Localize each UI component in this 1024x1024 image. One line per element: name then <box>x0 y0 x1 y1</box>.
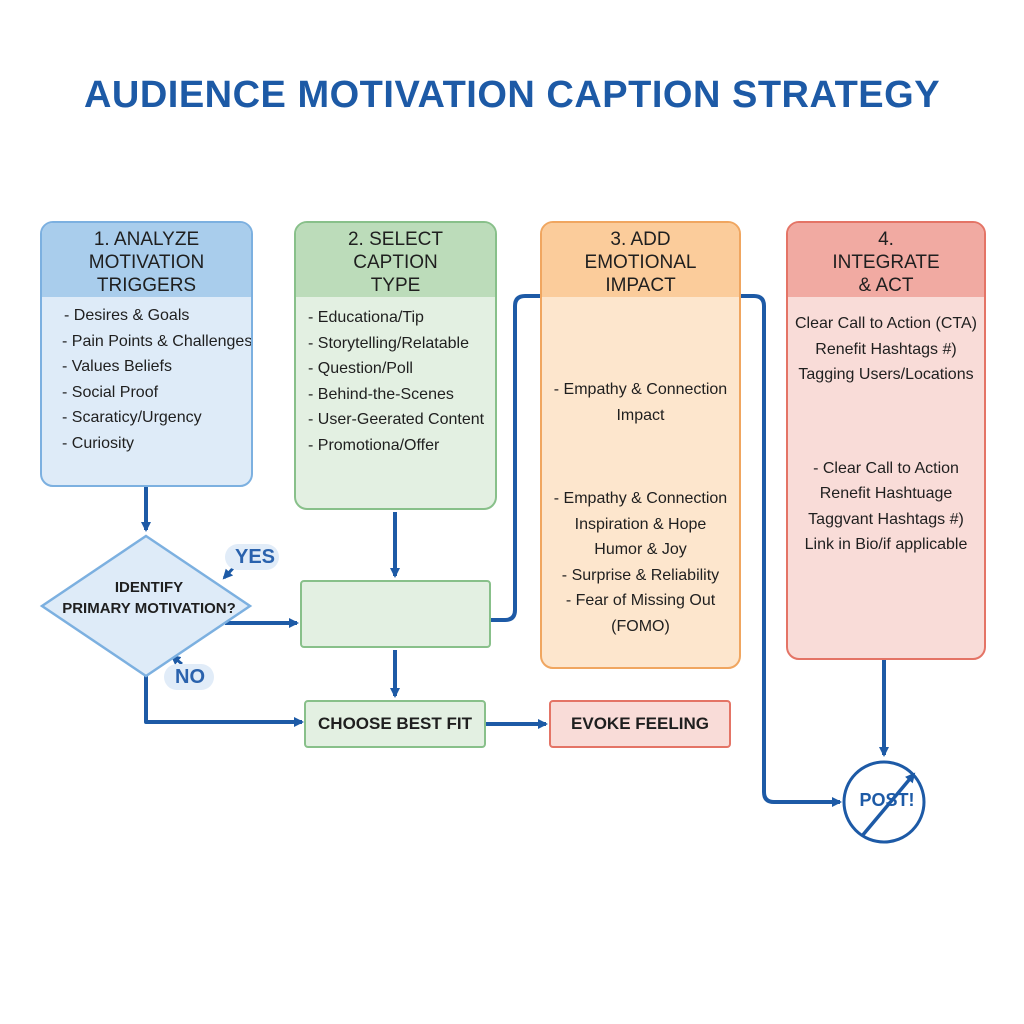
card-integrate-header: 4. INTEGRATE & ACT <box>788 223 984 297</box>
list-item: - Fear of Missing Out <box>565 592 716 609</box>
card-analyze-motivation: 1. ANALYZE MOTIVATION TRIGGERS - Desires… <box>40 221 253 487</box>
list-item: - Educationa/Tip <box>308 309 424 326</box>
no-label-bg <box>164 664 214 690</box>
yes-label-bg <box>225 544 279 570</box>
list-item: Tagging Users/Locations <box>798 366 974 383</box>
post-check-icon <box>860 772 916 838</box>
card-emotional-group-2: - Empathy & Connection Inspiration & Hop… <box>542 428 739 639</box>
card-emotional-title-line: EMOTIONAL <box>584 252 697 273</box>
list-item: - Desires & Goals <box>64 307 190 324</box>
card-analyze-title-line: 1. ANALYZE <box>93 229 200 250</box>
card-emotional-group-1: - Empathy & Connection Impact <box>542 297 739 428</box>
list-item: Clear Call to Action (CTA) <box>795 315 977 332</box>
list-item: - Empathy & Connection <box>553 490 728 507</box>
arrow-emotional-to-post <box>740 294 842 807</box>
card-select-header: 2. SELECT CAPTION TYPE <box>296 223 495 297</box>
list-item: - Promotiona/Offer <box>308 436 440 454</box>
card-emotional-impact: 3. ADD EMOTIONAL IMPACT - Empathy & Conn… <box>540 221 741 669</box>
decision-question: IDENTIFY PRIMARY MOTIVATION? <box>44 577 254 619</box>
yes-label: YES <box>235 546 276 568</box>
card-analyze-header: 1. ANALYZE MOTIVATION TRIGGERS <box>42 223 251 297</box>
list-item: Impact <box>616 406 665 424</box>
caption-type-box <box>300 580 491 648</box>
card-select-title-line: CAPTION <box>353 252 438 273</box>
list-item: Renefit Hashtags #) <box>815 340 957 358</box>
card-emotional-header: 3. ADD EMOTIONAL IMPACT <box>542 223 739 297</box>
card-integrate-title-line: INTEGRATE <box>832 252 940 273</box>
card-integrate-act: 4. INTEGRATE & ACT Clear Call to Action … <box>786 221 986 660</box>
card-integrate-title-line: 4. <box>878 229 894 250</box>
list-item: Inspiration & Hope <box>574 515 707 533</box>
decision-diamond <box>39 534 253 678</box>
list-item: - Social Proof <box>62 383 159 401</box>
list-item: Link in Bio/if applicable <box>804 536 968 553</box>
post-label: POST! <box>859 790 915 810</box>
card-select-title-line: 2. SELECT <box>347 229 444 250</box>
list-item: - Empathy & Connection <box>553 381 728 398</box>
list-item: (FOMO) <box>611 617 670 635</box>
arrow-decision-no <box>144 672 304 727</box>
card-integrate-group-1: Clear Call to Action (CTA) Renefit Hasht… <box>788 297 984 388</box>
card-emotional-title-line: 3. ADD <box>610 229 671 250</box>
card-analyze-title-line: MOTIVATION <box>88 252 205 273</box>
post-circle <box>842 760 926 844</box>
list-item: - Surprise & Reliability <box>561 566 720 584</box>
card-integrate-group-2: - Clear Call to Action Renefit Hashtuage… <box>788 388 984 558</box>
card-integrate-title-line: & ACT <box>858 275 914 296</box>
arrow-box-to-emotional <box>491 294 540 622</box>
list-item: - Behind-the-Scenes <box>308 385 454 403</box>
list-item: Renefit Hashtuage <box>819 485 953 502</box>
list-item: - Curiosity <box>62 434 135 452</box>
list-item: - Scaraticy/Urgency <box>62 409 202 426</box>
no-label: NO <box>175 666 205 688</box>
list-item: - Question/Poll <box>308 360 413 377</box>
list-item: - Pain Points & Challenges <box>62 332 253 350</box>
card-select-title-line: TYPE <box>370 275 421 296</box>
card-emotional-title-line: IMPACT <box>605 275 676 296</box>
card-analyze-title-line: TRIGGERS <box>96 275 197 296</box>
decision-line: IDENTIFY <box>114 579 184 596</box>
card-analyze-list: - Desires & Goals - Pain Points & Challe… <box>42 297 251 456</box>
list-item: - Clear Call to Action <box>813 459 959 477</box>
list-item: Taggvant Hashtags #) <box>808 510 964 528</box>
evoke-feeling-box: EVOKE FEELING <box>549 700 731 748</box>
card-select-list: - Educationa/Tip - Storytelling/Relatabl… <box>296 297 495 458</box>
list-item: - Values Beliefs <box>62 358 172 375</box>
diagram-title: AUDIENCE MOTIVATION CAPTION STRATEGY <box>83 74 941 116</box>
card-select-caption: 2. SELECT CAPTION TYPE - Educationa/Tip … <box>294 221 497 510</box>
list-item: - User-Geerated Content <box>308 411 485 428</box>
choose-best-fit-box: CHOOSE BEST FIT <box>304 700 486 748</box>
list-item: Humor & Joy <box>594 541 687 558</box>
list-item: - Storytelling/Relatable <box>308 334 469 352</box>
decision-line: PRIMARY MOTIVATION? <box>62 600 236 617</box>
